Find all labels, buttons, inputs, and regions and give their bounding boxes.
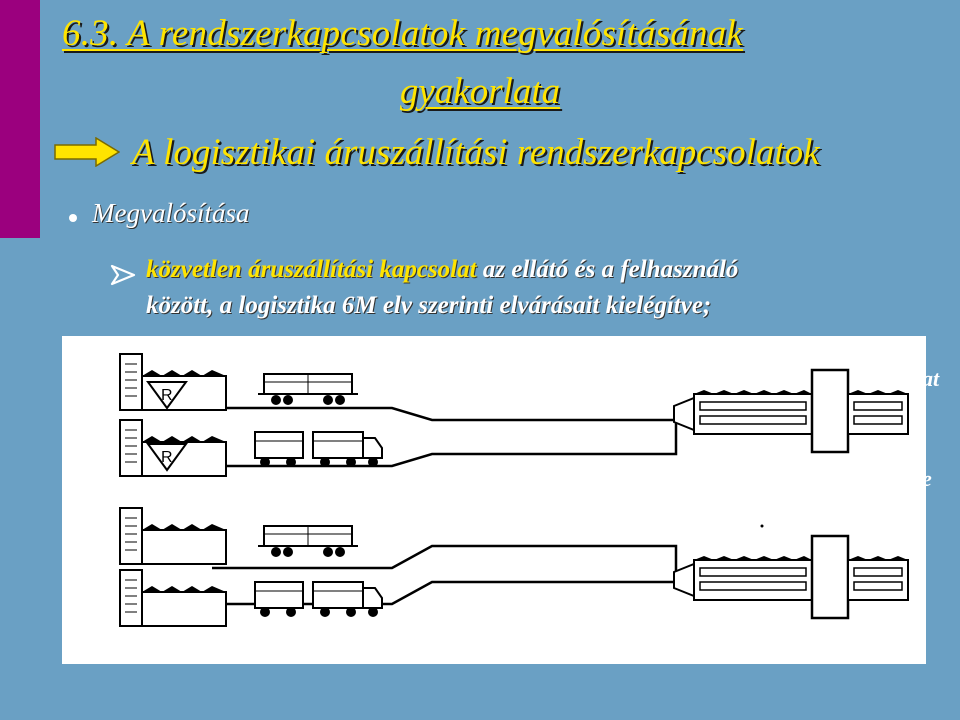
logistics-diagram: R R <box>62 336 926 664</box>
subtitle: A logisztikai áruszállítási rendszerkapc… <box>132 132 820 173</box>
bullet-text: Megvalósítása <box>92 198 250 228</box>
supplier-logo-letter: R <box>161 449 173 466</box>
bullet-dot <box>69 214 77 222</box>
sub-bullet-line2: között, a logisztika 6M elv szerinti elv… <box>146 292 712 319</box>
sub-bullet-line1: közvetlen áruszállítási kapcsolat az ell… <box>146 256 738 284</box>
text-fragment: at <box>922 366 940 391</box>
chevron-bullet-icon <box>110 264 136 286</box>
supplier-logo-letter: R <box>161 387 173 404</box>
accent-bar <box>0 0 40 238</box>
text-fragment: e <box>922 466 932 491</box>
arrow-right-icon <box>54 137 120 167</box>
slide-title: 6.3. A rendszerkapcsolatok megvalósításá… <box>62 13 744 54</box>
highlight-text: közvetlen áruszállítási kapcsolat <box>146 256 477 283</box>
slide-title-line2: gyakorlata <box>399 71 561 112</box>
diagram-drawing: R R <box>119 353 910 627</box>
sub-bullet-rest: az ellátó és a felhasználó <box>476 256 739 283</box>
